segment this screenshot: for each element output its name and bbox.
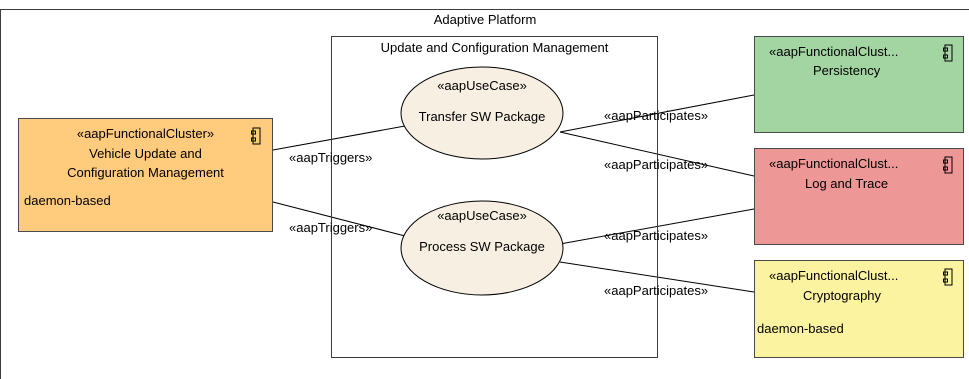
- usecase-transfer-name: Transfer SW Package: [418, 109, 546, 124]
- cluster-persistency-stereotype: «aapFunctionalClust...: [769, 44, 899, 59]
- usecase-process-ellipse: [400, 200, 564, 296]
- cluster-log-name: Log and Trace: [805, 176, 889, 191]
- usecase-transfer-ellipse: [400, 66, 564, 160]
- cluster-vucm-name-line1: Vehicle Update and: [89, 146, 202, 161]
- relation-triggers-transfer-label: «aapTriggers»: [289, 150, 373, 165]
- component-icon: [943, 156, 953, 174]
- triggers-transfer-line: [272, 125, 406, 151]
- cluster-vucm: «aapFunctionalCluster» Vehicle Update an…: [18, 118, 273, 232]
- usecase-process-name: Process SW Package: [419, 239, 545, 254]
- cluster-vucm-name-line2: Configuration Management: [67, 165, 224, 180]
- platform-title: Adaptive Platform: [433, 12, 537, 27]
- adaptive-platform-frame: Adaptive Platform: [0, 9, 969, 379]
- subsystem-frame: Update and Configuration Management: [331, 36, 658, 358]
- subsystem-title: Update and Configuration Management: [380, 40, 609, 55]
- usecase-transfer-stereotype: «aapUseCase»: [437, 78, 527, 93]
- component-icon: [943, 268, 953, 286]
- cluster-vucm-stereotype: «aapFunctionalCluster»: [76, 126, 215, 141]
- cluster-log-and-trace: «aapFunctionalClust... Log and Trace: [754, 148, 964, 245]
- triggers-process-line: [272, 201, 406, 237]
- relation-participates-log-process-label: «aapParticipates»: [604, 228, 709, 243]
- relation-participates-log-transfer-label: «aapParticipates»: [604, 157, 709, 172]
- cluster-cryptography: «aapFunctionalClust... Cryptography daem…: [754, 260, 964, 358]
- cluster-log-stereotype: «aapFunctionalClust...: [769, 156, 899, 171]
- cluster-vucm-note: daemon-based: [24, 193, 111, 208]
- cluster-crypto-note: daemon-based: [757, 321, 844, 336]
- usecase-process-stereotype: «aapUseCase»: [437, 208, 527, 223]
- cluster-crypto-name: Cryptography: [803, 288, 882, 303]
- component-icon: [943, 44, 953, 62]
- relation-participates-crypto-label: «aapParticipates»: [604, 283, 709, 298]
- relation-participates-persistency-label: «aapParticipates»: [604, 108, 709, 123]
- cluster-crypto-stereotype: «aapFunctionalClust...: [769, 268, 899, 283]
- cluster-persistency: «aapFunctionalClust... Persistency: [754, 36, 964, 133]
- relation-triggers-process-label: «aapTriggers»: [289, 220, 373, 235]
- usecases-layer: [400, 66, 564, 296]
- diagram-canvas: Adaptive Platform Update and Configurati…: [0, 9, 969, 379]
- cluster-persistency-name: Persistency: [813, 63, 881, 78]
- component-icon: [251, 127, 261, 145]
